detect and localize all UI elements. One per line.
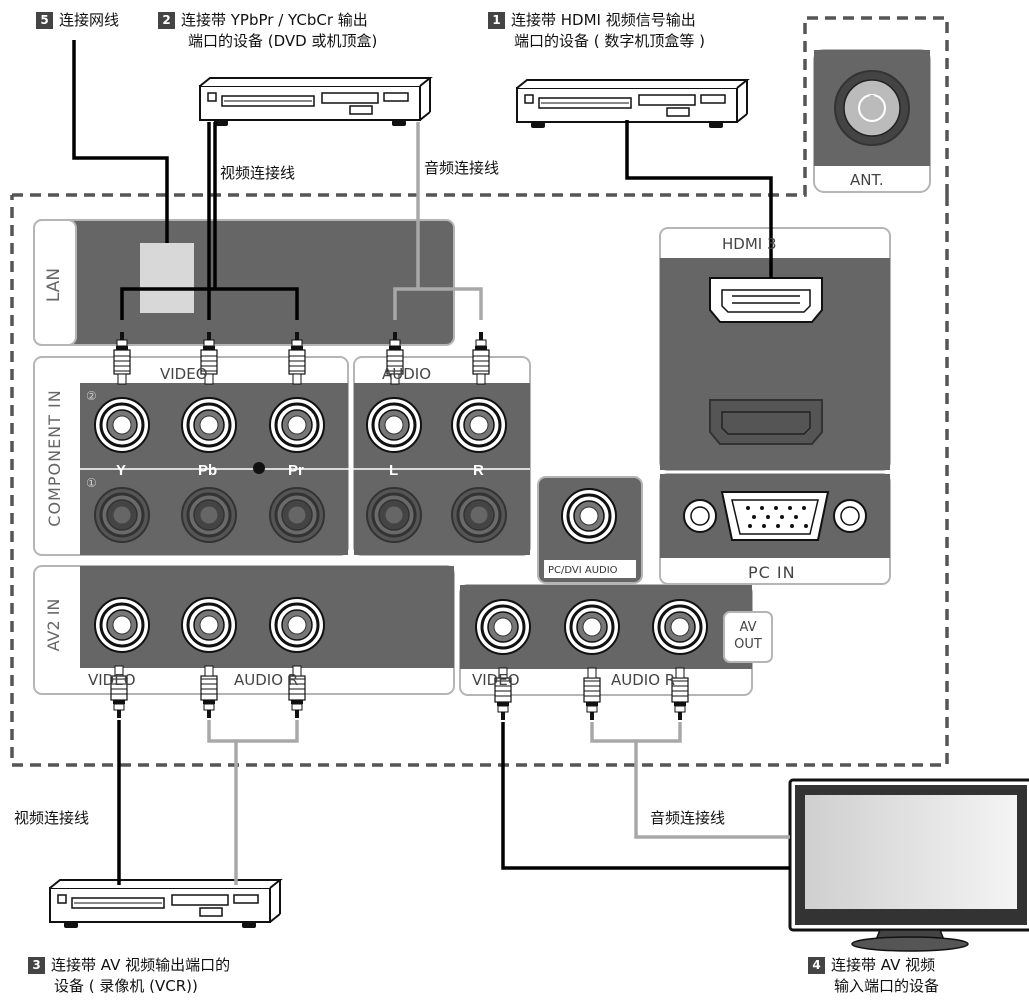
- lan-port: [140, 243, 194, 313]
- pb-label: Pb: [198, 462, 218, 479]
- pc-in-label: PC IN: [748, 563, 796, 582]
- hdmi3-label: HDMI 3: [722, 235, 777, 253]
- video-cable-label-left: 视频连接线: [14, 809, 90, 827]
- vcr: [49, 879, 281, 929]
- dvd-player: [199, 77, 431, 127]
- r-label: R: [473, 462, 484, 479]
- y-label: Y: [116, 462, 127, 479]
- l-label: L: [389, 462, 399, 479]
- component-in-label: COMPONENT IN: [45, 389, 64, 527]
- av2-video-label: VIDEO: [88, 671, 136, 689]
- video-label: VIDEO: [160, 365, 208, 383]
- av-out-label-1: AV: [739, 620, 757, 635]
- pr-label: Pr: [288, 462, 304, 479]
- av-out-label-2: OUT: [734, 637, 762, 652]
- audio-cable-label-bottom: 音频连接线: [650, 809, 726, 827]
- audio-label: AUDIO: [382, 365, 432, 383]
- lan-label: LAN: [44, 267, 64, 303]
- video-cable-label-top: 视频连接线: [220, 164, 296, 182]
- marker-1: ①: [86, 476, 97, 490]
- av-out-audio-label: AUDIO R: [611, 671, 676, 689]
- marker-2: ②: [86, 389, 97, 403]
- lan-panel: [33, 219, 455, 346]
- hdmi-settop-box: [516, 79, 748, 129]
- pc-dvi-audio-label: PC/DVI AUDIO: [548, 565, 618, 576]
- av2-audio-label: AUDIO R: [234, 671, 299, 689]
- television: [788, 778, 1029, 952]
- audio-cable-label-top: 音频连接线: [424, 159, 500, 177]
- hdmi-port-3: [709, 277, 823, 323]
- av2-in-label: AV2 IN: [44, 598, 63, 652]
- ant-label: ANT.: [850, 171, 884, 189]
- av-out-video-label: VIDEO: [472, 671, 520, 689]
- device-border: [10, 16, 949, 767]
- hdmi-port-2: [709, 399, 823, 445]
